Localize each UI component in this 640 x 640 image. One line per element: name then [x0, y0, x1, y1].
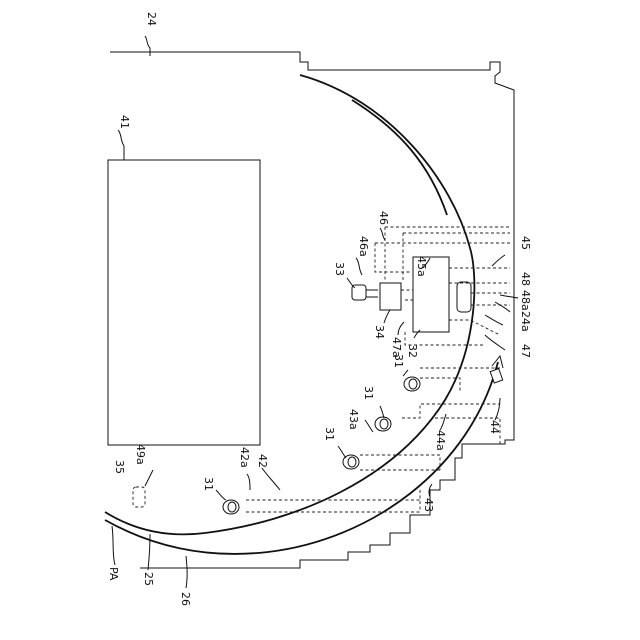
label-44a: 44a — [434, 430, 447, 451]
frame-24-outline — [110, 52, 514, 568]
label-35: 35 — [113, 460, 126, 474]
label-31-2: 31 — [362, 386, 375, 400]
label-48a: 48a — [519, 290, 532, 311]
label-25: 25 — [142, 572, 155, 586]
label-44: 44 — [488, 420, 501, 434]
component-35 — [133, 487, 145, 507]
component-33-stub — [366, 290, 378, 297]
label-33: 33 — [333, 262, 346, 276]
label-34: 34 — [373, 325, 386, 339]
label-46a: 46a — [357, 236, 370, 257]
arc-inner-segment — [352, 100, 447, 215]
label-47: 47 — [519, 344, 532, 358]
label-42a: 42a — [238, 447, 251, 468]
label-31-4: 31 — [202, 477, 215, 491]
label-32: 32 — [406, 344, 419, 358]
component-48-box — [457, 282, 471, 312]
label-49a: 49a — [134, 444, 147, 465]
label-46: 46 — [377, 211, 390, 225]
label-42: 42 — [256, 454, 269, 468]
label-PA: PA — [107, 567, 120, 581]
leader-lines — [112, 36, 518, 588]
label-45a: 45a — [415, 256, 428, 277]
label-26: 26 — [179, 592, 192, 606]
label-43: 43 — [422, 498, 435, 512]
label-24: 24 — [145, 12, 158, 26]
label-41: 41 — [118, 115, 131, 129]
rectangle-41 — [108, 160, 260, 445]
label-48: 48 — [519, 272, 532, 286]
curve-26 — [105, 362, 498, 554]
label-31-3: 31 — [323, 427, 336, 441]
label-45: 45 — [519, 236, 532, 250]
label-43a: 43a — [347, 409, 360, 430]
label-31-1: 31 — [392, 354, 405, 368]
component-34 — [380, 283, 401, 310]
label-24a: 24a — [519, 311, 532, 332]
